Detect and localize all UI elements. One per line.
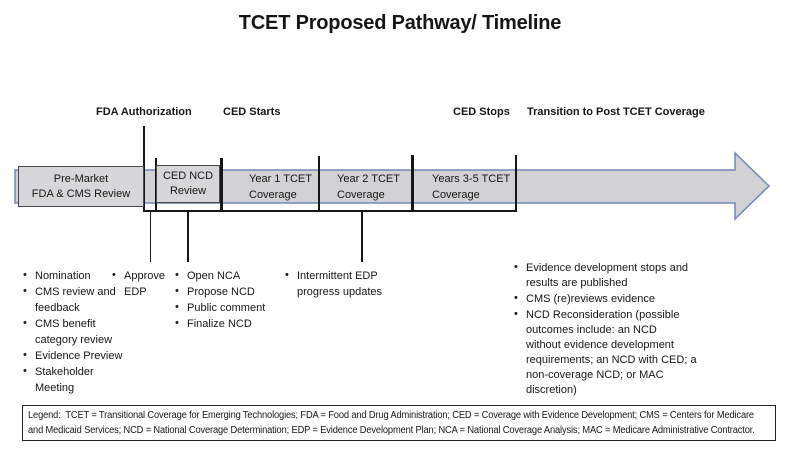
page-title: TCET Proposed Pathway/ Timeline (238, 12, 562, 34)
phase-label-ced-stops: CED Stops (453, 106, 510, 118)
phase-label-transition-post-tcet: Transition to Post TCET Coverage (527, 106, 705, 118)
list-item: CMS benefit category review (22, 315, 144, 348)
bullet-list-nca-ncd: Open NCA Propose NCD Public comment Fina… (174, 267, 290, 332)
list-item: NCD Reconsideration (possible outcomes i… (513, 307, 705, 398)
divider-line-years35-end (514, 155, 517, 211)
bullet-list-edp-updates: Intermittent EDP progress updates (284, 267, 420, 300)
list-item: Evidence development stops and results a… (513, 260, 705, 291)
divider-line-premarket-cedncd (154, 158, 157, 211)
list-item: Nomination (22, 267, 144, 284)
legend-line-1: Legend: TCET = Transitional Coverage for… (28, 410, 754, 421)
bracket-line-under-timeline (143, 210, 517, 212)
list-item: Evidence Preview (22, 347, 144, 364)
list-item: Public comment (174, 299, 290, 316)
list-item: Open NCA (174, 267, 290, 284)
phase-label-fda-authorization: FDA Authorization (96, 106, 192, 118)
connector-line-approve-edp (149, 212, 151, 262)
list-item: CMS (re)reviews evidence (513, 291, 705, 307)
connector-line-edp-updates (361, 212, 363, 262)
divider-line-year1-year2 (317, 156, 320, 211)
bullet-list-approve-edp: Approve EDP (111, 267, 181, 300)
connector-line-open-nca (187, 212, 189, 262)
segment-label-years-3-5: Years 3-5 TCET Coverage (432, 173, 511, 201)
phase-label-ced-starts: CED Starts (223, 106, 281, 118)
segment-box-ced-ncd-review: CED NCD Review (156, 165, 220, 203)
list-item: Propose NCD (174, 283, 290, 300)
segment-box-pre-market: Pre-Market FDA & CMS Review (18, 166, 144, 207)
list-item: Stakeholder Meeting (22, 363, 144, 396)
list-item: Approve EDP (111, 267, 181, 300)
legend-line-2: and Medicaid Services; NCD = National Co… (28, 424, 755, 436)
list-item: Finalize NCD (174, 315, 290, 332)
divider-line-cedncd-year1 (220, 158, 223, 211)
divider-line-year2-years35 (411, 155, 414, 211)
segment-label-year1: Year 1 TCET Coverage (249, 173, 312, 201)
legend-box: Legend: TCET = Transitional Coverage for… (22, 405, 776, 441)
bullet-list-post-tcet: Evidence development stops and results a… (513, 260, 705, 399)
segment-label-year2: Year 2 TCET Coverage (337, 173, 400, 201)
list-item: Intermittent EDP progress updates (284, 267, 420, 300)
bullet-list-pre-market: Nomination CMS review and feedback CMS b… (22, 267, 144, 396)
